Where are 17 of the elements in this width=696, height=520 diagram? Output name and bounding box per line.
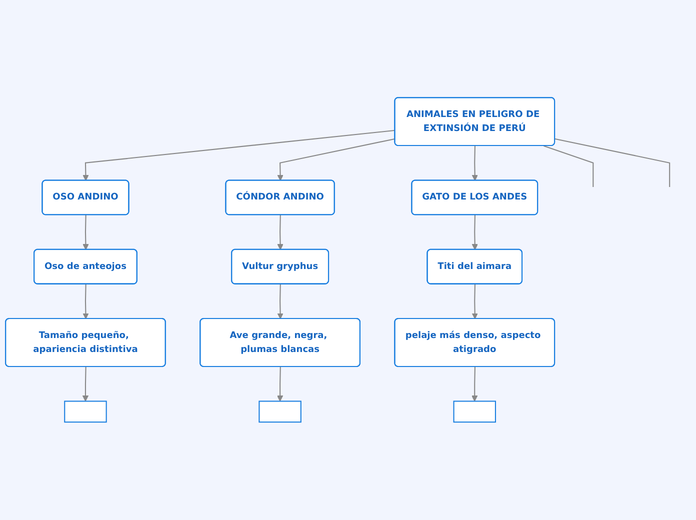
node-box (64, 400, 107, 423)
arrow (472, 146, 478, 182)
arrow (472, 215, 478, 250)
arrow (472, 367, 478, 402)
arrow (82, 130, 396, 182)
node-box (258, 400, 302, 423)
arrow (82, 215, 89, 250)
arrow (277, 138, 396, 182)
arrow (82, 367, 89, 402)
connector (554, 138, 670, 188)
arrow (82, 284, 89, 320)
arrow (472, 284, 478, 320)
arrow (277, 215, 284, 250)
arrow (277, 284, 284, 320)
node-box (453, 400, 496, 423)
arrow (277, 367, 284, 402)
connector (544, 146, 594, 188)
